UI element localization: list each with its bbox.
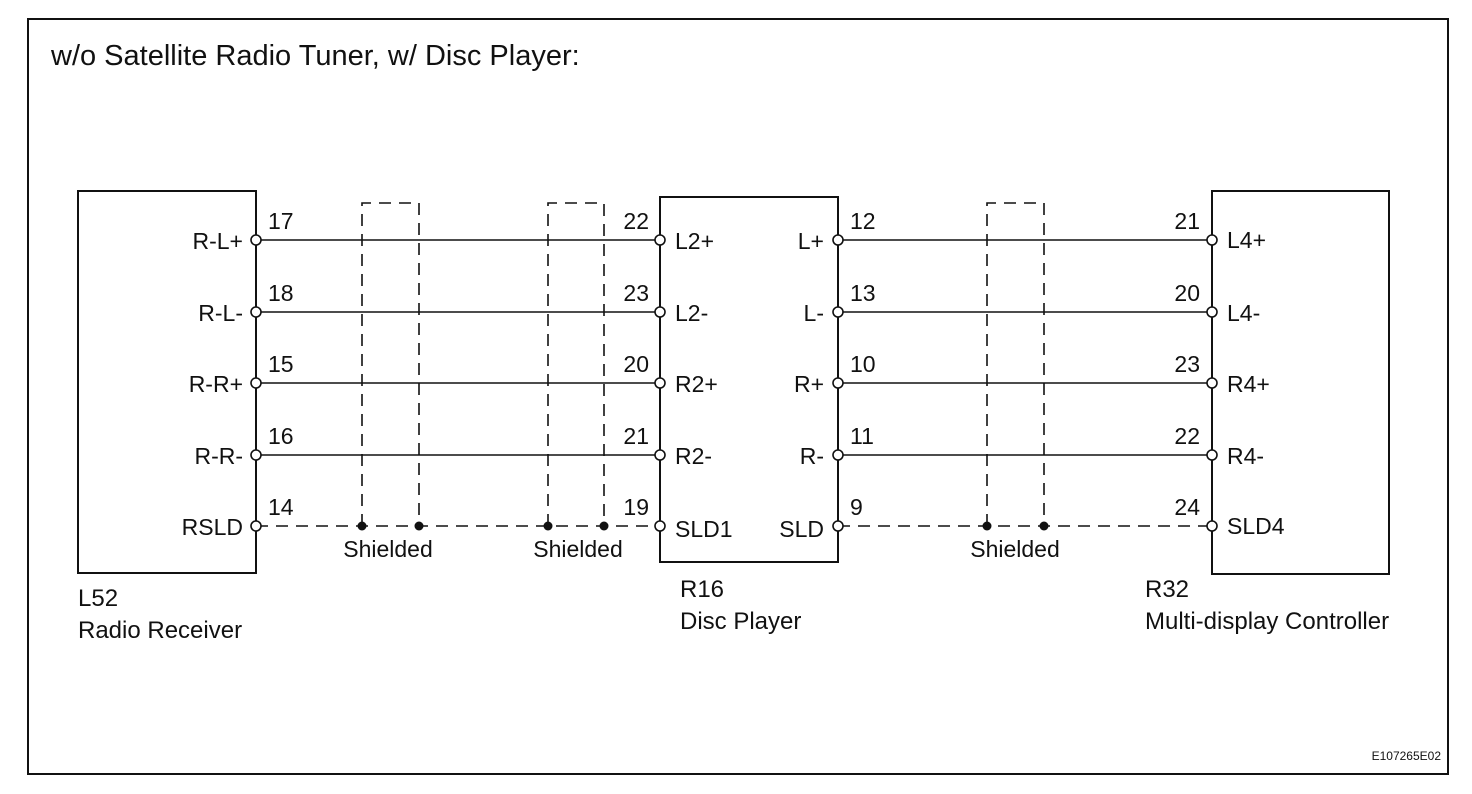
- pin-number: 20: [623, 351, 649, 377]
- pin-name: L+: [798, 228, 824, 254]
- multi-display-pin-numbers: 21 20 23 22 24: [1174, 208, 1200, 520]
- pin-name: L2+: [675, 228, 714, 254]
- terminal: [832, 449, 844, 461]
- radio-receiver-pin-names: R-L+ R-L- R-R+ R-R- RSLD: [182, 228, 243, 540]
- terminal: [250, 234, 262, 246]
- disc-player-right-pin-numbers: 12 13 10 11 9: [850, 208, 876, 520]
- signal-wires: [256, 239, 1212, 456]
- pin-name: R-R-: [194, 443, 243, 469]
- terminal: [250, 449, 262, 461]
- multi-display-pin-names: L4+ L4- R4+ R4- SLD4: [1227, 227, 1285, 539]
- shield-label: Shielded: [533, 536, 623, 562]
- pin-number: 21: [1174, 208, 1200, 234]
- pin-name: R+: [794, 371, 824, 397]
- pin-number: 20: [1174, 280, 1200, 306]
- disc-player-code: R16: [680, 576, 724, 603]
- pin-number: 24: [1174, 494, 1200, 520]
- pin-number: 22: [623, 208, 649, 234]
- terminal: [1206, 377, 1218, 389]
- terminal: [250, 306, 262, 318]
- terminal: [832, 234, 844, 246]
- shield-loop-2: [547, 202, 605, 526]
- diagram-title: w/o Satellite Radio Tuner, w/ Disc Playe…: [50, 40, 580, 72]
- pin-name: SLD4: [1227, 513, 1285, 539]
- multi-display-code: R32: [1145, 576, 1189, 603]
- terminal: [1206, 234, 1218, 246]
- pin-number: 18: [268, 280, 294, 306]
- disc-player-name: Disc Player: [680, 608, 801, 635]
- terminal: [654, 520, 666, 532]
- terminal: [1206, 306, 1218, 318]
- pin-name: R4-: [1227, 443, 1264, 469]
- shield-label: Shielded: [970, 536, 1060, 562]
- junction-dot: [982, 521, 992, 531]
- terminal: [654, 377, 666, 389]
- terminal: [832, 377, 844, 389]
- pin-number: 11: [850, 423, 874, 449]
- shield-junctions: [357, 521, 1049, 531]
- diagram-code: E107265E02: [1372, 749, 1442, 763]
- shield-loop-3: [986, 202, 1045, 526]
- junction-dot: [357, 521, 367, 531]
- terminal: [832, 306, 844, 318]
- pin-number: 23: [623, 280, 649, 306]
- radio-receiver-pin-numbers: 17 18 15 16 14: [268, 208, 294, 520]
- disc-player-right-pin-names: L+ L- R+ R- SLD: [779, 228, 824, 542]
- pin-number: 10: [850, 351, 876, 377]
- pin-number: 12: [850, 208, 876, 234]
- shield-loop-1: [361, 202, 420, 526]
- terminal: [1206, 449, 1218, 461]
- pin-name: SLD: [779, 516, 824, 542]
- pin-name: R-R+: [189, 371, 243, 397]
- pin-number: 17: [268, 208, 294, 234]
- pin-name: R4+: [1227, 371, 1270, 397]
- terminal: [654, 449, 666, 461]
- disc-player-left-pin-numbers: 22 23 20 21 19: [623, 208, 649, 520]
- pin-name: L4-: [1227, 300, 1260, 326]
- terminal: [250, 377, 262, 389]
- shield-labels: Shielded Shielded Shielded: [343, 536, 1060, 562]
- junction-dot: [599, 521, 609, 531]
- radio-receiver-name: Radio Receiver: [78, 617, 242, 644]
- shield-label: Shielded: [343, 536, 433, 562]
- pin-name: R2+: [675, 371, 718, 397]
- terminal: [1206, 520, 1218, 532]
- pin-name: R-: [800, 443, 824, 469]
- pin-number: 9: [850, 494, 863, 520]
- pin-number: 22: [1174, 423, 1200, 449]
- junction-dot: [414, 521, 424, 531]
- pin-name: L2-: [675, 300, 708, 326]
- terminal: [654, 234, 666, 246]
- terminal: [654, 306, 666, 318]
- radio-receiver-code: L52: [78, 585, 118, 612]
- pin-number: 19: [623, 494, 649, 520]
- multi-display-name: Multi-display Controller: [1145, 608, 1389, 635]
- pin-name: R-L+: [193, 228, 244, 254]
- junction-dot: [1039, 521, 1049, 531]
- pin-number: 15: [268, 351, 294, 377]
- pin-number: 13: [850, 280, 876, 306]
- junction-dot: [543, 521, 553, 531]
- pin-name: R-L-: [198, 300, 243, 326]
- pin-name: SLD1: [675, 516, 733, 542]
- terminals: [250, 234, 1218, 532]
- terminal: [832, 520, 844, 532]
- pin-number: 21: [623, 423, 649, 449]
- pin-number: 23: [1174, 351, 1200, 377]
- pin-name: L-: [804, 300, 824, 326]
- disc-player-left-pin-names: L2+ L2- R2+ R2- SLD1: [675, 228, 733, 542]
- pin-name: L4+: [1227, 227, 1266, 253]
- pin-number: 14: [268, 494, 294, 520]
- pin-number: 16: [268, 423, 294, 449]
- shield-wires: [256, 202, 1212, 527]
- pin-name: R2-: [675, 443, 712, 469]
- pin-name: RSLD: [182, 514, 243, 540]
- terminal: [250, 520, 262, 532]
